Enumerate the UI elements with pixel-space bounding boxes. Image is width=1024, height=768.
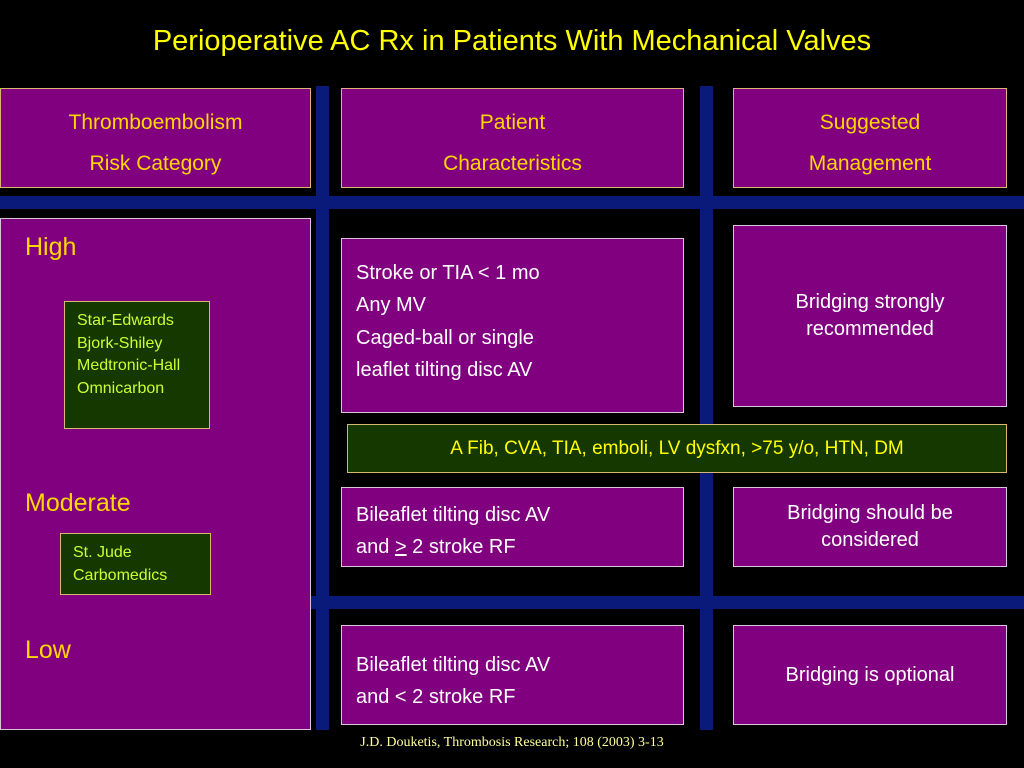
header-risk-line-2: Risk Category <box>89 151 222 175</box>
mgmt-line: considered <box>821 529 919 551</box>
valve-list-high: Star-Edwards Bjork-Shiley Medtronic-Hall… <box>64 301 210 429</box>
char-line: Any MV <box>356 294 427 317</box>
risk-label-low: Low <box>25 636 71 664</box>
char-line: Stroke or TIA < 1 mo <box>356 262 540 284</box>
mgmt-line: recommended <box>806 318 934 340</box>
header-cell-patient-characteristics: Patient Characteristics <box>341 88 684 188</box>
char-prefix: and <box>356 536 395 559</box>
valve-item: Omnicarbon <box>77 380 165 398</box>
divider-horizontal-top <box>0 196 1024 209</box>
mgmt-line: Bridging is optional <box>785 663 955 686</box>
header-cell-suggested-management: Suggested Management <box>733 88 1007 188</box>
citation: J.D. Douketis, Thrombosis Research; 108 … <box>360 735 664 750</box>
char-line: Bileaflet tilting disc AV <box>356 654 551 676</box>
risk-category-column: High Star-Edwards Bjork-Shiley Medtronic… <box>0 218 311 730</box>
char-suffix: 2 stroke RF <box>406 536 516 559</box>
valve-item: St. Jude <box>73 544 132 561</box>
header-char-line-2: Characteristics <box>443 151 582 175</box>
char-line-with-gte: and > 2 stroke RF <box>356 531 683 563</box>
char-line: and < 2 stroke RF <box>356 686 516 709</box>
char-line: leaflet tilting disc AV <box>356 359 533 382</box>
char-line: Bileaflet tilting disc AV <box>356 504 551 526</box>
risk-factor-banner: A Fib, CVA, TIA, emboli, LV dysfxn, >75 … <box>347 424 1007 473</box>
valve-item: Carbomedics <box>73 566 168 584</box>
char-line: Caged-ball or single <box>356 326 534 349</box>
management-high: Bridging strongly recommended <box>733 225 1007 407</box>
header-char-line-1: Patient <box>479 111 546 134</box>
patient-characteristics-low: Bileaflet tilting disc AV and < 2 stroke… <box>341 625 684 725</box>
header-risk-line-1: Thromboembolism <box>68 111 243 134</box>
divider-vertical-right <box>700 86 713 730</box>
header-mgmt-line-2: Management <box>808 151 932 175</box>
header-cell-risk-category: Thromboembolism Risk Category <box>0 88 311 188</box>
valve-list-moderate: St. Jude Carbomedics <box>60 533 211 595</box>
valve-item: Medtronic-Hall <box>77 357 181 375</box>
risk-label-high: High <box>25 233 77 261</box>
mgmt-line: Bridging strongly <box>795 291 945 313</box>
risk-label-moderate: Moderate <box>25 489 131 517</box>
patient-characteristics-moderate: Bileaflet tilting disc AV and > 2 stroke… <box>341 487 684 567</box>
divider-vertical-left <box>316 86 329 730</box>
management-low: Bridging is optional <box>733 625 1007 725</box>
management-moderate: Bridging should be considered <box>733 487 1007 567</box>
page-title: Perioperative AC Rx in Patients With Mec… <box>152 25 872 57</box>
patient-characteristics-high: Stroke or TIA < 1 mo Any MV Caged-ball o… <box>341 238 684 413</box>
gte-symbol: > <box>394 536 407 559</box>
mgmt-line: Bridging should be <box>787 502 953 524</box>
valve-item: Bjork-Shiley <box>77 334 163 352</box>
valve-item: Star-Edwards <box>77 312 174 329</box>
header-mgmt-line-1: Suggested <box>819 111 921 134</box>
